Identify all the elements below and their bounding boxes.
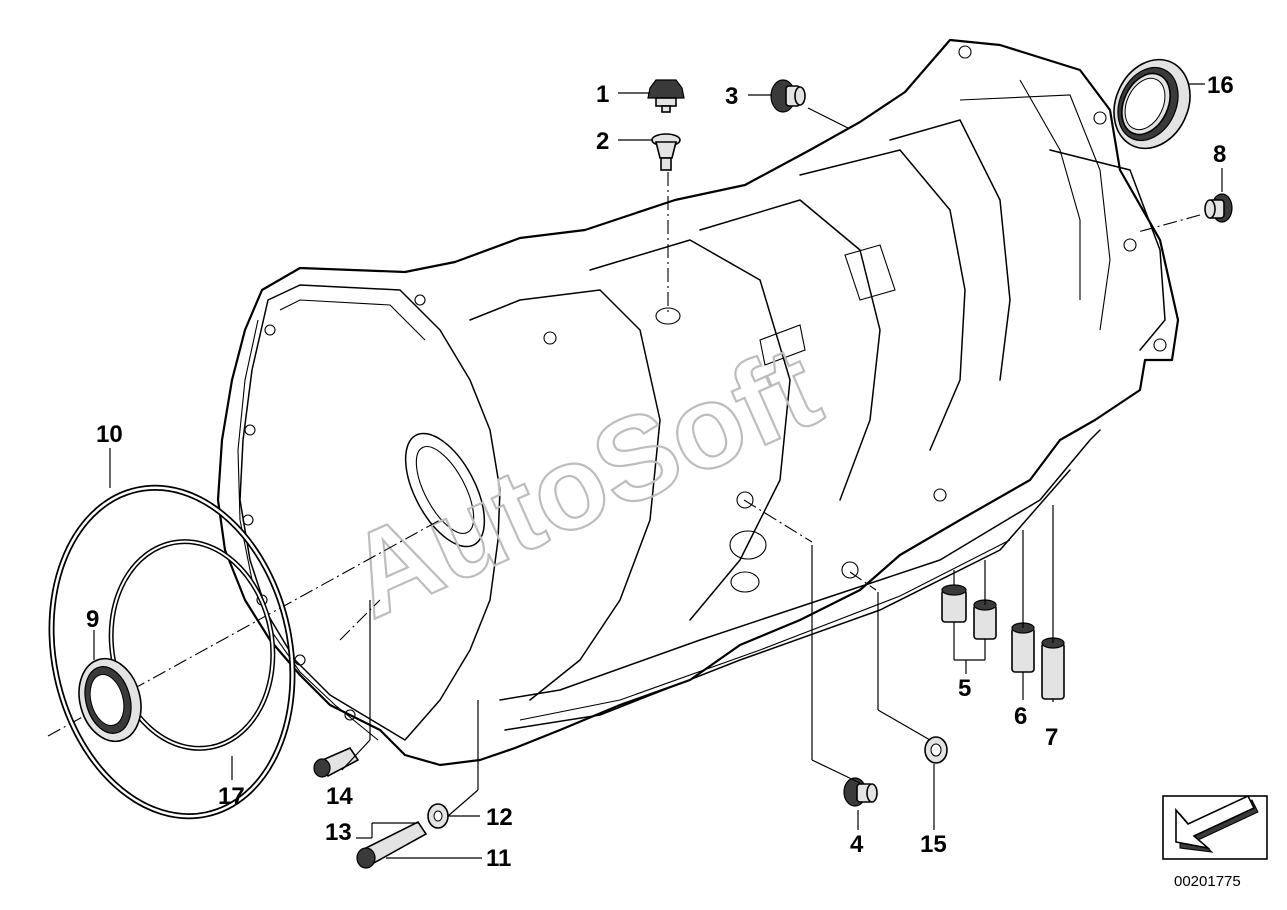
- part-1-filler-cap: [647, 79, 685, 113]
- callout-labels: 1 2 3 4 5 6 7 8 9 10 11 12 13 14 15 16 1…: [86, 72, 1234, 872]
- reference-number: 00201775: [1174, 873, 1241, 890]
- part-12-washer: [427, 803, 449, 829]
- part-15-seal-washer: [924, 736, 948, 764]
- callout-17: 17: [218, 783, 245, 810]
- callout-13: 13: [325, 819, 352, 846]
- callout-8: 8: [1213, 141, 1226, 168]
- navigation-box[interactable]: [1162, 794, 1268, 860]
- callout-1: 1: [596, 81, 609, 108]
- arrow-down-left-icon: [1175, 794, 1259, 853]
- part-6-sleeve: [1011, 622, 1035, 673]
- callout-7: 7: [1045, 724, 1058, 751]
- part-3-screw-plug: [770, 79, 806, 113]
- callout-3: 3: [725, 83, 738, 110]
- callout-12: 12: [486, 804, 513, 831]
- part-8-plug: [1204, 193, 1233, 223]
- callout-10: 10: [96, 421, 123, 448]
- callout-6: 6: [1014, 703, 1027, 730]
- part-7-sleeve: [1041, 637, 1065, 700]
- leader-lines: [93, 83, 1223, 859]
- part-16-shaft-seal: [1113, 58, 1191, 150]
- callout-11: 11: [486, 845, 511, 872]
- part-11-bolt: [356, 820, 428, 869]
- callout-5: 5: [958, 675, 971, 702]
- callout-9: 9: [86, 606, 99, 633]
- part-2-plug: [651, 133, 681, 171]
- transmission-housing: [216, 38, 1180, 767]
- part-5-sleeves: [941, 584, 997, 640]
- part-9-seal-ring: [78, 657, 142, 743]
- callout-15: 15: [920, 831, 947, 858]
- callout-2: 2: [596, 128, 609, 155]
- callout-16: 16: [1207, 72, 1234, 99]
- part-10-gasket-ring: [48, 484, 296, 820]
- part-4-drain-plug: [843, 777, 878, 807]
- part-14-bolt: [313, 746, 360, 778]
- callout-4: 4: [850, 831, 864, 858]
- part-17-o-ring: [108, 539, 276, 751]
- callout-14: 14: [326, 783, 353, 810]
